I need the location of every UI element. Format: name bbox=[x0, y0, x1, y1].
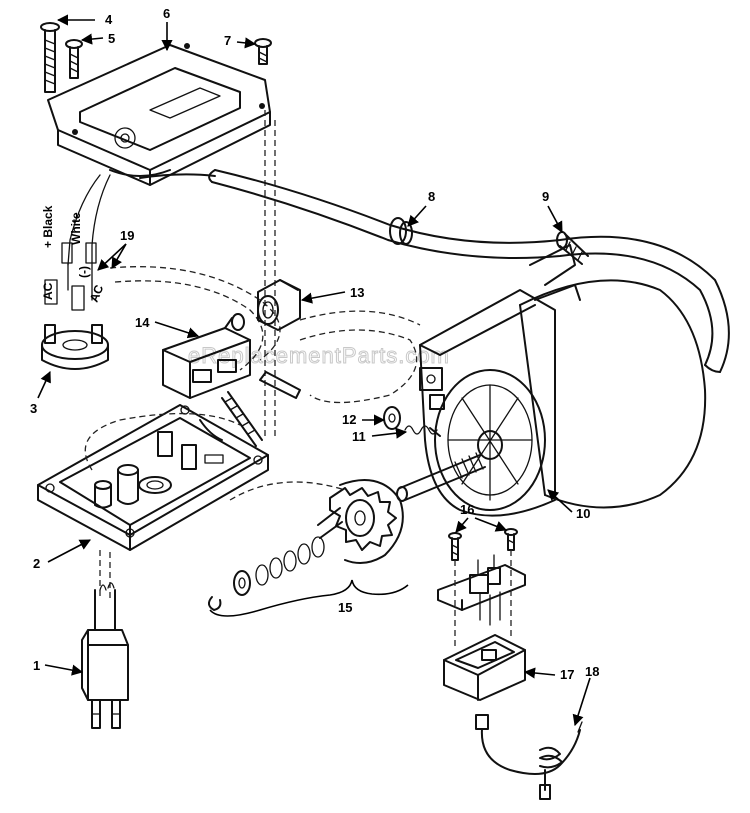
callout-10: 10 bbox=[576, 506, 590, 521]
callout-1: 1 bbox=[33, 658, 40, 673]
part-18-cord bbox=[475, 714, 583, 800]
part-14-switch bbox=[162, 313, 251, 399]
part-13-bushing bbox=[257, 279, 301, 331]
mounting-bracket bbox=[437, 554, 526, 626]
callout-19: 19 bbox=[120, 228, 134, 243]
wire-label-white: White bbox=[69, 212, 83, 245]
contact-pins bbox=[221, 371, 301, 447]
part-6-top-cover bbox=[47, 43, 271, 186]
callout-2: 2 bbox=[33, 556, 40, 571]
part-7-screw bbox=[254, 38, 272, 65]
gear-washer bbox=[233, 570, 251, 596]
part-15-gear-assembly bbox=[317, 479, 404, 565]
part-5-screw bbox=[65, 39, 83, 79]
part-2-housing bbox=[37, 404, 269, 551]
part-16-screw bbox=[448, 532, 462, 561]
part-3-terminal-block bbox=[41, 279, 109, 370]
callout-16: 16 bbox=[460, 502, 474, 517]
retaining-ring bbox=[208, 596, 222, 611]
callout-14: 14 bbox=[135, 315, 150, 330]
callout-4: 4 bbox=[105, 12, 113, 27]
part-17-base bbox=[443, 634, 526, 701]
callout-5: 5 bbox=[108, 31, 115, 46]
wire-label-ac-left: AC bbox=[41, 282, 55, 300]
part-8-cable bbox=[139, 169, 730, 373]
wire-label-negative: (-) bbox=[77, 266, 91, 278]
part-4-screw bbox=[40, 22, 60, 93]
callout-6: 6 bbox=[163, 6, 170, 21]
alignment-line bbox=[229, 481, 346, 501]
callout-9: 9 bbox=[542, 189, 549, 204]
callout-8: 8 bbox=[428, 189, 435, 204]
callout-leaders bbox=[37, 14, 591, 727]
watermark: eReplacementParts.com bbox=[188, 343, 450, 368]
part-16-screw bbox=[504, 528, 518, 551]
part-1-plug bbox=[81, 582, 129, 729]
part-19-wire-paths bbox=[109, 266, 421, 404]
callout-15: 15 bbox=[338, 600, 352, 615]
lead-wires bbox=[61, 174, 111, 301]
alignment-line bbox=[454, 550, 512, 650]
wire-label-ac-right: AC bbox=[87, 282, 107, 304]
part-12-washer bbox=[383, 406, 401, 430]
callout-18: 18 bbox=[585, 664, 599, 679]
gear-spring bbox=[255, 536, 325, 586]
callout-3: 3 bbox=[30, 401, 37, 416]
callout-17: 17 bbox=[560, 667, 574, 682]
callout-11: 11 bbox=[352, 429, 366, 444]
part-11-spring bbox=[404, 425, 441, 437]
part-10-motor bbox=[419, 244, 707, 517]
wire-label-black: + Black bbox=[41, 205, 55, 248]
part-15-bracket bbox=[209, 579, 409, 617]
cord-path bbox=[99, 550, 111, 600]
callout-7: 7 bbox=[224, 33, 231, 48]
callout-12: 12 bbox=[342, 412, 356, 427]
motor-shaft bbox=[396, 452, 486, 502]
callout-13: 13 bbox=[350, 285, 364, 300]
